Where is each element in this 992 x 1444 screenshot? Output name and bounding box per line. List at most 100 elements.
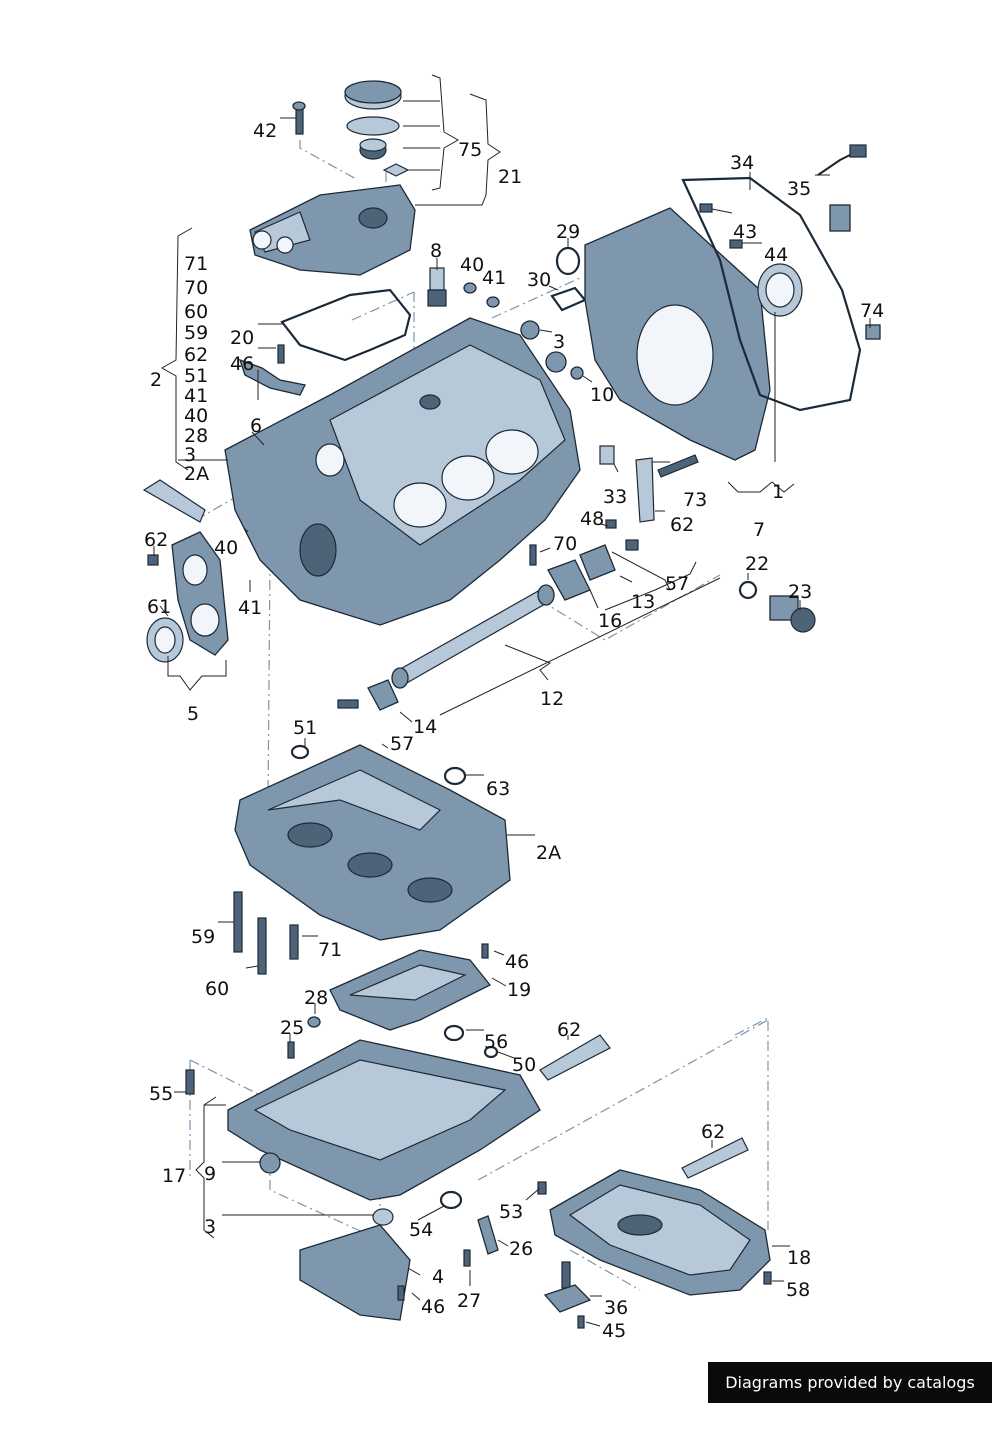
callout-40-list: 40 xyxy=(184,405,208,427)
callout-6: 6 xyxy=(250,415,262,437)
callout-50: 50 xyxy=(512,1054,536,1076)
callout-57-right: 57 xyxy=(665,573,689,595)
callout-46-mid: 46 xyxy=(505,951,529,973)
bracket-14 xyxy=(337,679,399,711)
callout-12: 12 xyxy=(540,688,564,710)
callout-2a-list: 2A xyxy=(184,463,209,485)
sealant-tube-62b xyxy=(635,457,655,523)
callout-4: 4 xyxy=(432,1266,444,1288)
callout-51: 51 xyxy=(293,717,317,739)
sealant-tube-62a xyxy=(142,479,206,523)
credit-banner: Diagrams provided by catalogs parts xyxy=(708,1362,992,1433)
callout-60: 60 xyxy=(205,978,229,1000)
callout-18: 18 xyxy=(787,1247,811,1269)
callout-62-tube: 62 xyxy=(670,514,694,536)
callout-53: 53 xyxy=(499,1201,523,1223)
baffle-4 xyxy=(299,1224,411,1321)
callout-36: 36 xyxy=(604,1297,628,1319)
callout-74: 74 xyxy=(860,300,884,322)
small-parts-25-28-56 xyxy=(287,1016,499,1059)
callout-3-list: 3 xyxy=(184,444,196,466)
callout-34: 34 xyxy=(730,152,754,174)
oil-pan-upper-17 xyxy=(185,1039,541,1226)
callout-62-bottom: 62 xyxy=(701,1121,725,1143)
oil-level-sensor-36 xyxy=(543,1261,592,1329)
callout-42: 42 xyxy=(253,120,277,142)
callout-28: 28 xyxy=(304,987,328,1009)
callout-23: 23 xyxy=(788,581,812,603)
callout-7: 7 xyxy=(753,519,765,541)
callout-3-top: 3 xyxy=(553,331,565,353)
callout-9: 9 xyxy=(204,1163,216,1185)
callout-73: 73 xyxy=(683,489,707,511)
balance-shaft-12 xyxy=(391,584,555,689)
callout-54: 54 xyxy=(409,1219,433,1241)
sensor-35 xyxy=(817,144,867,232)
bracket-46 xyxy=(238,344,306,396)
callout-17: 17 xyxy=(162,1165,186,1187)
callout-71-list: 71 xyxy=(184,253,208,275)
gasket-34 xyxy=(681,176,862,412)
exploded-view-drawing: 42 75 21 34 35 43 44 29 74 8 40 41 30 3 … xyxy=(142,74,884,1342)
callout-14: 14 xyxy=(413,716,437,738)
callout-70: 70 xyxy=(553,533,577,555)
callout-43: 43 xyxy=(733,221,757,243)
callout-25: 25 xyxy=(280,1017,304,1039)
parts-diagram: 42 75 21 34 35 43 44 29 74 8 40 41 30 3 … xyxy=(142,74,884,1342)
callout-51-list: 51 xyxy=(184,365,208,387)
bolt-42 xyxy=(292,101,306,135)
callout-29: 29 xyxy=(556,221,580,243)
callout-5: 5 xyxy=(187,703,199,725)
callout-16: 16 xyxy=(598,610,622,632)
callout-27: 27 xyxy=(457,1290,481,1312)
callout-35: 35 xyxy=(787,178,811,200)
leader-lines xyxy=(153,74,871,1327)
callout-59-list: 59 xyxy=(184,322,208,344)
callout-60-list: 60 xyxy=(184,301,208,323)
bolts-59-60-71 xyxy=(233,891,299,975)
callout-28-list: 28 xyxy=(184,425,208,447)
callout-48: 48 xyxy=(580,508,604,530)
callout-30: 30 xyxy=(527,269,551,291)
callout-41-left: 41 xyxy=(238,597,262,619)
sleeve-33 xyxy=(599,445,615,465)
callout-8: 8 xyxy=(430,240,442,262)
bedplate-2a xyxy=(234,744,511,941)
sensor-26-27-53 xyxy=(463,1181,547,1267)
callout-62-left: 62 xyxy=(144,529,168,551)
callout-44: 44 xyxy=(764,244,788,266)
baffle-19 xyxy=(329,943,492,1031)
sealant-tube-62c xyxy=(539,1034,611,1081)
callout-3-bottom: 3 xyxy=(204,1216,216,1238)
plug-22-23 xyxy=(738,580,816,633)
callout-21: 21 xyxy=(498,166,522,188)
callout-10: 10 xyxy=(590,384,614,406)
bolt-73 xyxy=(657,454,699,478)
callout-33: 33 xyxy=(603,486,627,508)
front-cover-5 xyxy=(146,531,229,663)
callout-57-mid: 57 xyxy=(390,733,414,755)
callout-40-top: 40 xyxy=(460,254,484,276)
callout-labels: 42 75 21 34 35 43 44 29 74 8 40 41 30 3 … xyxy=(144,120,884,1342)
gasket-20 xyxy=(280,288,412,362)
callout-58: 58 xyxy=(786,1279,810,1301)
oil-pan-lower-18 xyxy=(549,1169,772,1296)
callout-41-list: 41 xyxy=(184,385,208,407)
callout-62-mid: 62 xyxy=(557,1019,581,1041)
callout-22: 22 xyxy=(745,553,769,575)
bracket-13 xyxy=(579,544,616,581)
callout-59: 59 xyxy=(191,926,215,948)
callout-20: 20 xyxy=(230,327,254,349)
callout-75: 75 xyxy=(458,139,482,161)
callout-55: 55 xyxy=(149,1083,173,1105)
callout-40-left: 40 xyxy=(214,537,238,559)
pins-43-74 xyxy=(699,203,881,340)
sealant-tube-62d xyxy=(681,1137,749,1179)
callout-46-bottom: 46 xyxy=(421,1296,445,1318)
callout-61: 61 xyxy=(147,596,171,618)
engine-block xyxy=(224,317,581,626)
callout-46-top: 46 xyxy=(230,353,254,375)
callout-13: 13 xyxy=(631,591,655,613)
callout-19: 19 xyxy=(507,979,531,1001)
callout-63: 63 xyxy=(486,778,510,800)
